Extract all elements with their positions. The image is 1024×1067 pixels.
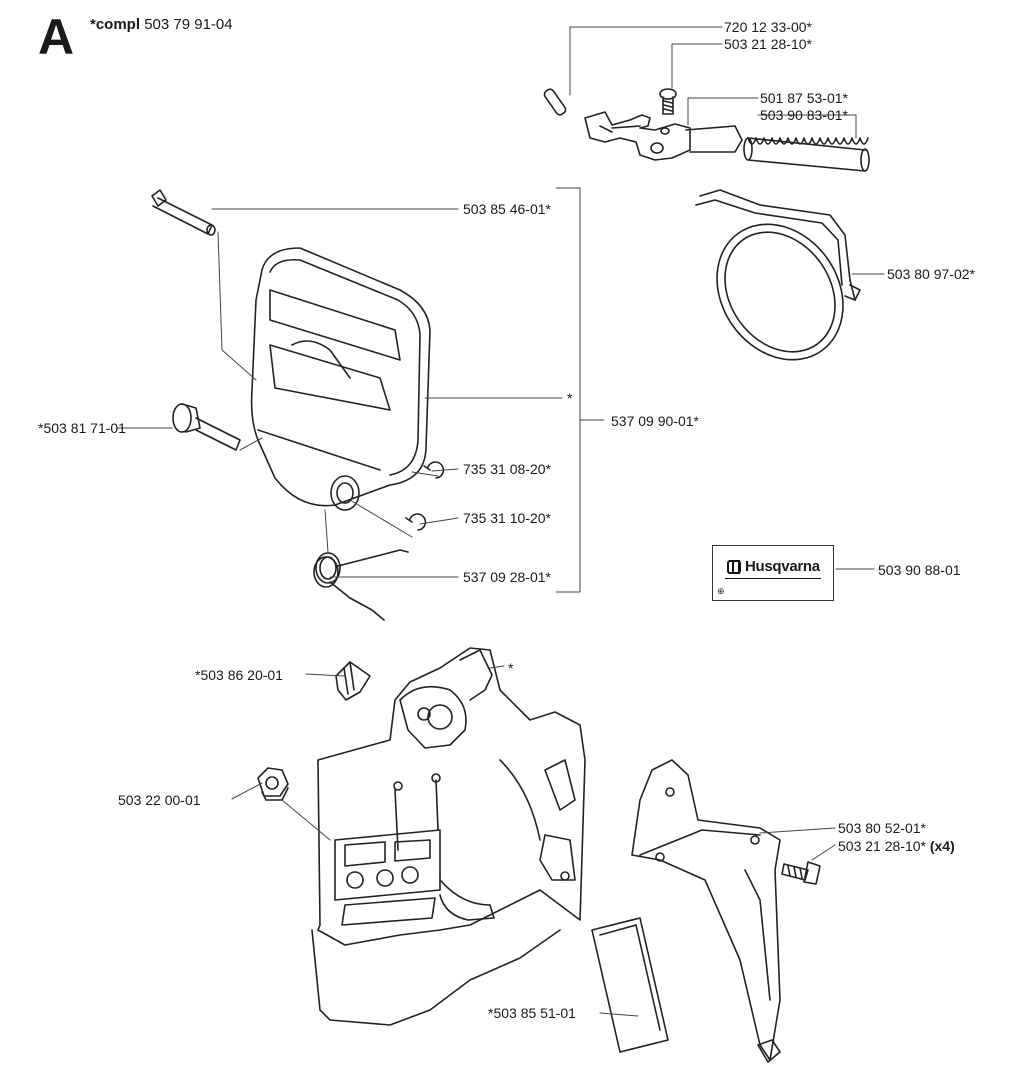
brake-lever-part [584, 111, 743, 161]
part-number-label: 735 31 10-20* [463, 510, 551, 526]
cap-part [335, 661, 371, 701]
circlip-part-2 [405, 513, 427, 531]
complete-assembly-number: *compl 503 79 91-04 [90, 16, 233, 33]
part-number-label: 503 21 28-10* [724, 36, 812, 52]
chain-brake-handle-part [250, 247, 431, 511]
part-number-label: * [508, 660, 514, 676]
quantity-suffix: (x4) [925, 838, 955, 854]
brake-pin-part [151, 189, 216, 236]
part-number-label: 735 31 08-20* [463, 461, 551, 477]
nut-part [257, 767, 289, 801]
husqvarna-logo-icon [727, 560, 741, 574]
part-number-label: 537 09 90-01* [611, 413, 699, 429]
part-number-label: 503 21 28-10* (x4) [838, 838, 955, 854]
torsion-spring-part [313, 549, 409, 621]
part-number-label: 503 22 00-01 [118, 792, 201, 808]
registration-mark-icon: ⊕ [717, 586, 725, 596]
pin-part [543, 88, 567, 116]
part-number-label: 501 87 53-01* [760, 90, 848, 106]
part-number-label: *503 85 51-01 [488, 1005, 576, 1021]
compl-number: 503 79 91-04 [144, 16, 233, 33]
part-number-label: 503 90 88-01 [878, 562, 961, 578]
deflector-plate-part [591, 917, 669, 1053]
guard-screw-part [781, 861, 821, 885]
part-number-label: *503 81 71-01 [38, 420, 126, 436]
part-number-label: 537 09 28-01* [463, 569, 551, 585]
spring-part [743, 137, 870, 172]
brand-name: Husqvarna [745, 558, 820, 575]
compl-prefix: *compl [90, 16, 141, 33]
part-number-text: 503 21 28-10* [838, 838, 926, 854]
leader-lines [116, 26, 885, 1017]
husqvarna-decal-part: Husqvarna ⊕ [712, 545, 834, 601]
clutch-cover-part [311, 647, 586, 1026]
circlip-part-1 [423, 461, 445, 479]
section-letter: A [38, 9, 75, 65]
part-number-label: 503 85 46-01* [463, 201, 551, 217]
part-number-label: 720 12 33-00* [724, 19, 812, 35]
part-number-label: 503 90 83-01* [760, 107, 848, 123]
screw-part [659, 88, 677, 115]
brake-band-part [695, 189, 861, 361]
part-number-label: *503 86 20-01 [195, 667, 283, 683]
part-number-label: * [567, 390, 573, 406]
part-number-label: 503 80 52-01* [838, 820, 926, 836]
bolt-part [172, 403, 241, 451]
part-number-label: 503 80 97-02* [887, 266, 975, 282]
chain-guard-part [631, 759, 781, 1063]
decal-rule [725, 578, 821, 579]
